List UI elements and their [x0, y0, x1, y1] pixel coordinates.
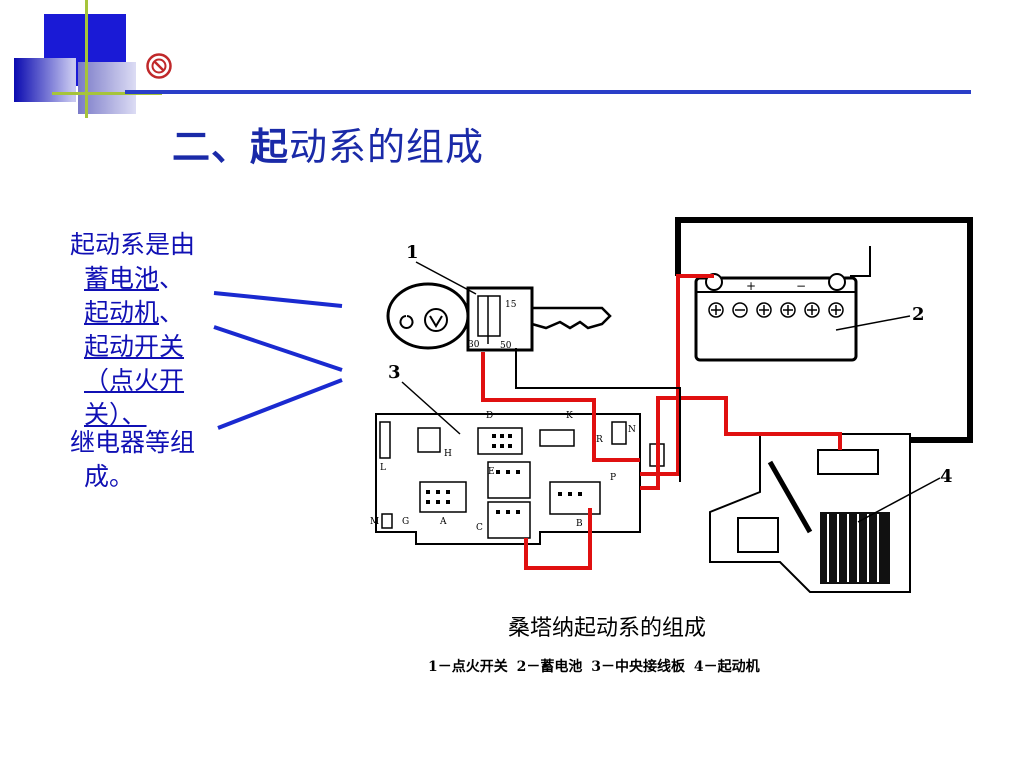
decorative-horizontal-line: [52, 92, 162, 95]
callout-4: 4: [940, 466, 953, 487]
starting-system-diagram: 15 30 50 + −: [370, 217, 973, 593]
ignition-key-icon: [386, 282, 612, 350]
slide-title: 二、起动系的组成: [172, 116, 484, 171]
callout-3: 3: [388, 362, 401, 383]
board-letter: L: [380, 463, 386, 473]
pointer-line-switch: [217, 378, 343, 430]
slide-title-bold: 二、起: [172, 125, 290, 169]
figure-legend: 1－点火开关 2－蓄电池 3－中央接线板 4－起动机: [428, 659, 760, 675]
board-letter: C: [476, 523, 483, 533]
battery-ground-cable: [675, 217, 973, 443]
red-wires: [481, 274, 842, 570]
board-letter: H: [444, 449, 452, 459]
separator: 、: [159, 264, 185, 293]
ignition-switch: 15 30 50: [466, 286, 534, 352]
pointer-line-starter: [213, 325, 343, 372]
link-start-switch[interactable]: 起动开关: [84, 332, 185, 361]
board-letter: R: [596, 435, 603, 445]
body-text: 起动系是由 蓄电池、 起动机、 起动开关 （点火开 关）、 继电器等组 成。: [70, 228, 250, 494]
board-letter: D: [486, 411, 493, 421]
callout-1: 1: [406, 242, 419, 263]
battery-minus-label: −: [796, 279, 806, 293]
figure-caption: 桑塔纳起动系的组成: [508, 616, 707, 641]
board-letter: P: [610, 473, 616, 483]
school-logo-icon: [146, 53, 172, 79]
slide-title-rest: 动系的组成: [289, 125, 485, 169]
board-letter: N: [628, 425, 636, 435]
terminal-30: 30: [468, 340, 480, 350]
body-line-5: （点火开: [70, 364, 250, 398]
battery-plus-label: +: [746, 279, 756, 293]
body-line-3: 起动机、: [70, 296, 250, 330]
battery: + −: [694, 246, 871, 362]
board-letter: A: [439, 517, 447, 527]
board-letter: E: [488, 467, 495, 477]
callout-2: 2: [912, 304, 925, 325]
link-start-switch-cont[interactable]: （点火开: [84, 366, 185, 395]
board-letter: K: [566, 411, 573, 421]
board-letter: B: [576, 519, 583, 529]
decorative-vertical-line: [85, 0, 88, 118]
central-wiring-board: D K R N L H E A C B P M G: [370, 411, 665, 545]
link-battery[interactable]: 蓄电池: [84, 264, 160, 293]
board-letter: M: [370, 517, 379, 527]
board-letter: G: [402, 517, 409, 527]
terminal-15: 15: [505, 300, 517, 310]
terminal-50: 50: [500, 341, 512, 351]
link-starter[interactable]: 起动机: [84, 298, 160, 327]
body-line-6: 关）、: [70, 398, 250, 432]
body-line-7: 继电器等组: [70, 428, 196, 457]
body-line-2: 蓄电池、: [70, 262, 250, 296]
starter-motor: [709, 433, 911, 593]
separator: 、: [159, 298, 185, 327]
pointer-line-battery: [213, 291, 343, 308]
body-line-8: 成。: [84, 462, 135, 491]
body-line-1: 起动系是由: [70, 230, 196, 259]
title-rule: [125, 90, 971, 94]
body-line-4: 起动开关: [70, 330, 250, 364]
link-start-switch-end[interactable]: 关）、: [84, 400, 147, 429]
